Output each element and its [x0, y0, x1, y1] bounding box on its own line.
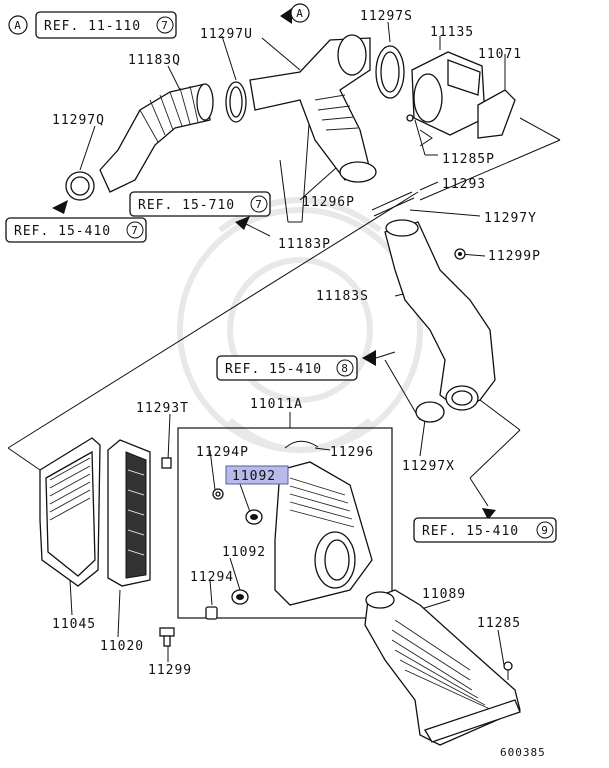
label-11293[interactable]: 11293 — [442, 177, 486, 192]
assembly-11011a-frame — [177, 427, 393, 619]
label-11092-highlighted[interactable]: 11092 — [232, 469, 276, 484]
svg-text:9: 9 — [541, 524, 549, 537]
label-11297q[interactable]: 11297Q — [52, 113, 105, 128]
label-11299p[interactable]: 11299P — [488, 249, 541, 264]
svg-text:A: A — [296, 7, 304, 20]
label-11297y[interactable]: 11297Y — [484, 211, 537, 226]
bolt-11299p-icon — [454, 248, 466, 260]
intake-duct-11183s — [384, 219, 496, 411]
label-11183s[interactable]: 11183S — [316, 289, 369, 304]
label-11011a[interactable]: 11011A — [250, 397, 303, 412]
arrow-to-ref-15-410-left-icon — [52, 200, 68, 214]
clip-11285p-icon — [419, 129, 433, 147]
svg-text:8: 8 — [341, 362, 349, 375]
svg-text:7: 7 — [131, 224, 139, 237]
resonator-11183p — [249, 34, 377, 183]
label-11045[interactable]: 11045 — [52, 617, 96, 632]
clamp-11297u-icon — [225, 81, 247, 123]
arrow-to-ref-15-410-mid-icon — [362, 350, 396, 366]
grommet-11092-lower-icon — [231, 589, 249, 605]
arrow-to-ref-15-710-icon — [235, 216, 271, 237]
air-cleaner-case-11045 — [39, 437, 101, 587]
clamp-11297x-icon — [415, 401, 445, 423]
label-11071[interactable]: 11071 — [478, 47, 522, 62]
part-labels: 11297U 11297S 11135 11071 11183Q 11297Q … — [52, 9, 546, 759]
bolt-11299-icon — [159, 627, 175, 647]
arrow-up-left-icon — [280, 8, 292, 24]
leader-lines — [7, 21, 561, 666]
svg-text:REF. 15-410: REF. 15-410 — [422, 524, 519, 539]
clip-11294p-icon — [212, 488, 224, 500]
label-11020[interactable]: 11020 — [100, 639, 144, 654]
ref-box-15-410-left: REF. 15-410 7 — [5, 217, 147, 243]
clamp-11297q-icon — [65, 171, 95, 201]
clip-11293t-icon — [161, 457, 172, 469]
airflow-sensor-11135 — [411, 51, 486, 136]
air-cleaner-upper-case — [274, 461, 373, 606]
ref-marker-a-left: A — [14, 19, 22, 32]
label-11089[interactable]: 11089 — [422, 587, 466, 602]
label-11296p[interactable]: 11296P — [302, 195, 355, 210]
ref-box-15-410-mid: REF. 15-410 8 — [216, 355, 358, 381]
svg-text:7: 7 — [255, 198, 263, 211]
ref-11-110-circle: 7 — [161, 19, 169, 32]
gasket-11071-icon — [477, 89, 516, 139]
label-11299[interactable]: 11299 — [148, 663, 192, 678]
marker-a-top: A — [290, 3, 310, 23]
svg-text:REF. 15-410: REF. 15-410 — [225, 362, 322, 377]
label-11183p[interactable]: 11183P — [278, 237, 331, 252]
clamp-11297y-icon — [371, 191, 415, 217]
label-11296[interactable]: 11296 — [330, 445, 374, 460]
arrow-to-ref-15-410-right-icon — [482, 508, 496, 520]
svg-text:REF. 15-710: REF. 15-710 — [138, 198, 235, 213]
label-11297x[interactable]: 11297X — [402, 459, 455, 474]
label-11294p[interactable]: 11294P — [196, 445, 249, 460]
intake-hose-11183q — [99, 83, 214, 193]
ref-box-11-110: A REF. 11-110 7 — [8, 11, 177, 39]
air-intake-duct-11089 — [364, 589, 521, 746]
clip-11293-icon — [406, 114, 414, 122]
clip-11296-icon — [284, 440, 319, 449]
label-11297u[interactable]: 11297U — [200, 27, 253, 42]
bushing-11294-icon — [205, 606, 218, 620]
label-11297s[interactable]: 11297S — [360, 9, 413, 24]
diagram-id-code: 600385 — [500, 746, 546, 759]
grommet-11092-upper-icon — [245, 509, 263, 525]
label-11294[interactable]: 11294 — [190, 570, 234, 585]
air-filter-element-11020 — [107, 439, 151, 587]
bolt-11285-icon — [503, 661, 513, 680]
ref-box-15-410-right: REF. 15-410 9 — [413, 517, 557, 543]
highlight-11092 — [225, 465, 289, 485]
label-11092[interactable]: 11092 — [222, 545, 266, 560]
ref-box-15-710: REF. 15-710 7 — [129, 191, 271, 217]
label-11285p-top[interactable]: 11285P — [442, 152, 495, 167]
svg-text:REF. 15-410: REF. 15-410 — [14, 224, 111, 239]
label-11135[interactable]: 11135 — [430, 25, 474, 40]
ref-11-110-text: REF. 11-110 — [44, 19, 141, 34]
label-11293t[interactable]: 11293T — [136, 401, 189, 416]
label-11183q[interactable]: 11183Q — [128, 53, 181, 68]
clamp-11297s-icon — [375, 45, 405, 99]
label-11285[interactable]: 11285 — [477, 616, 521, 631]
